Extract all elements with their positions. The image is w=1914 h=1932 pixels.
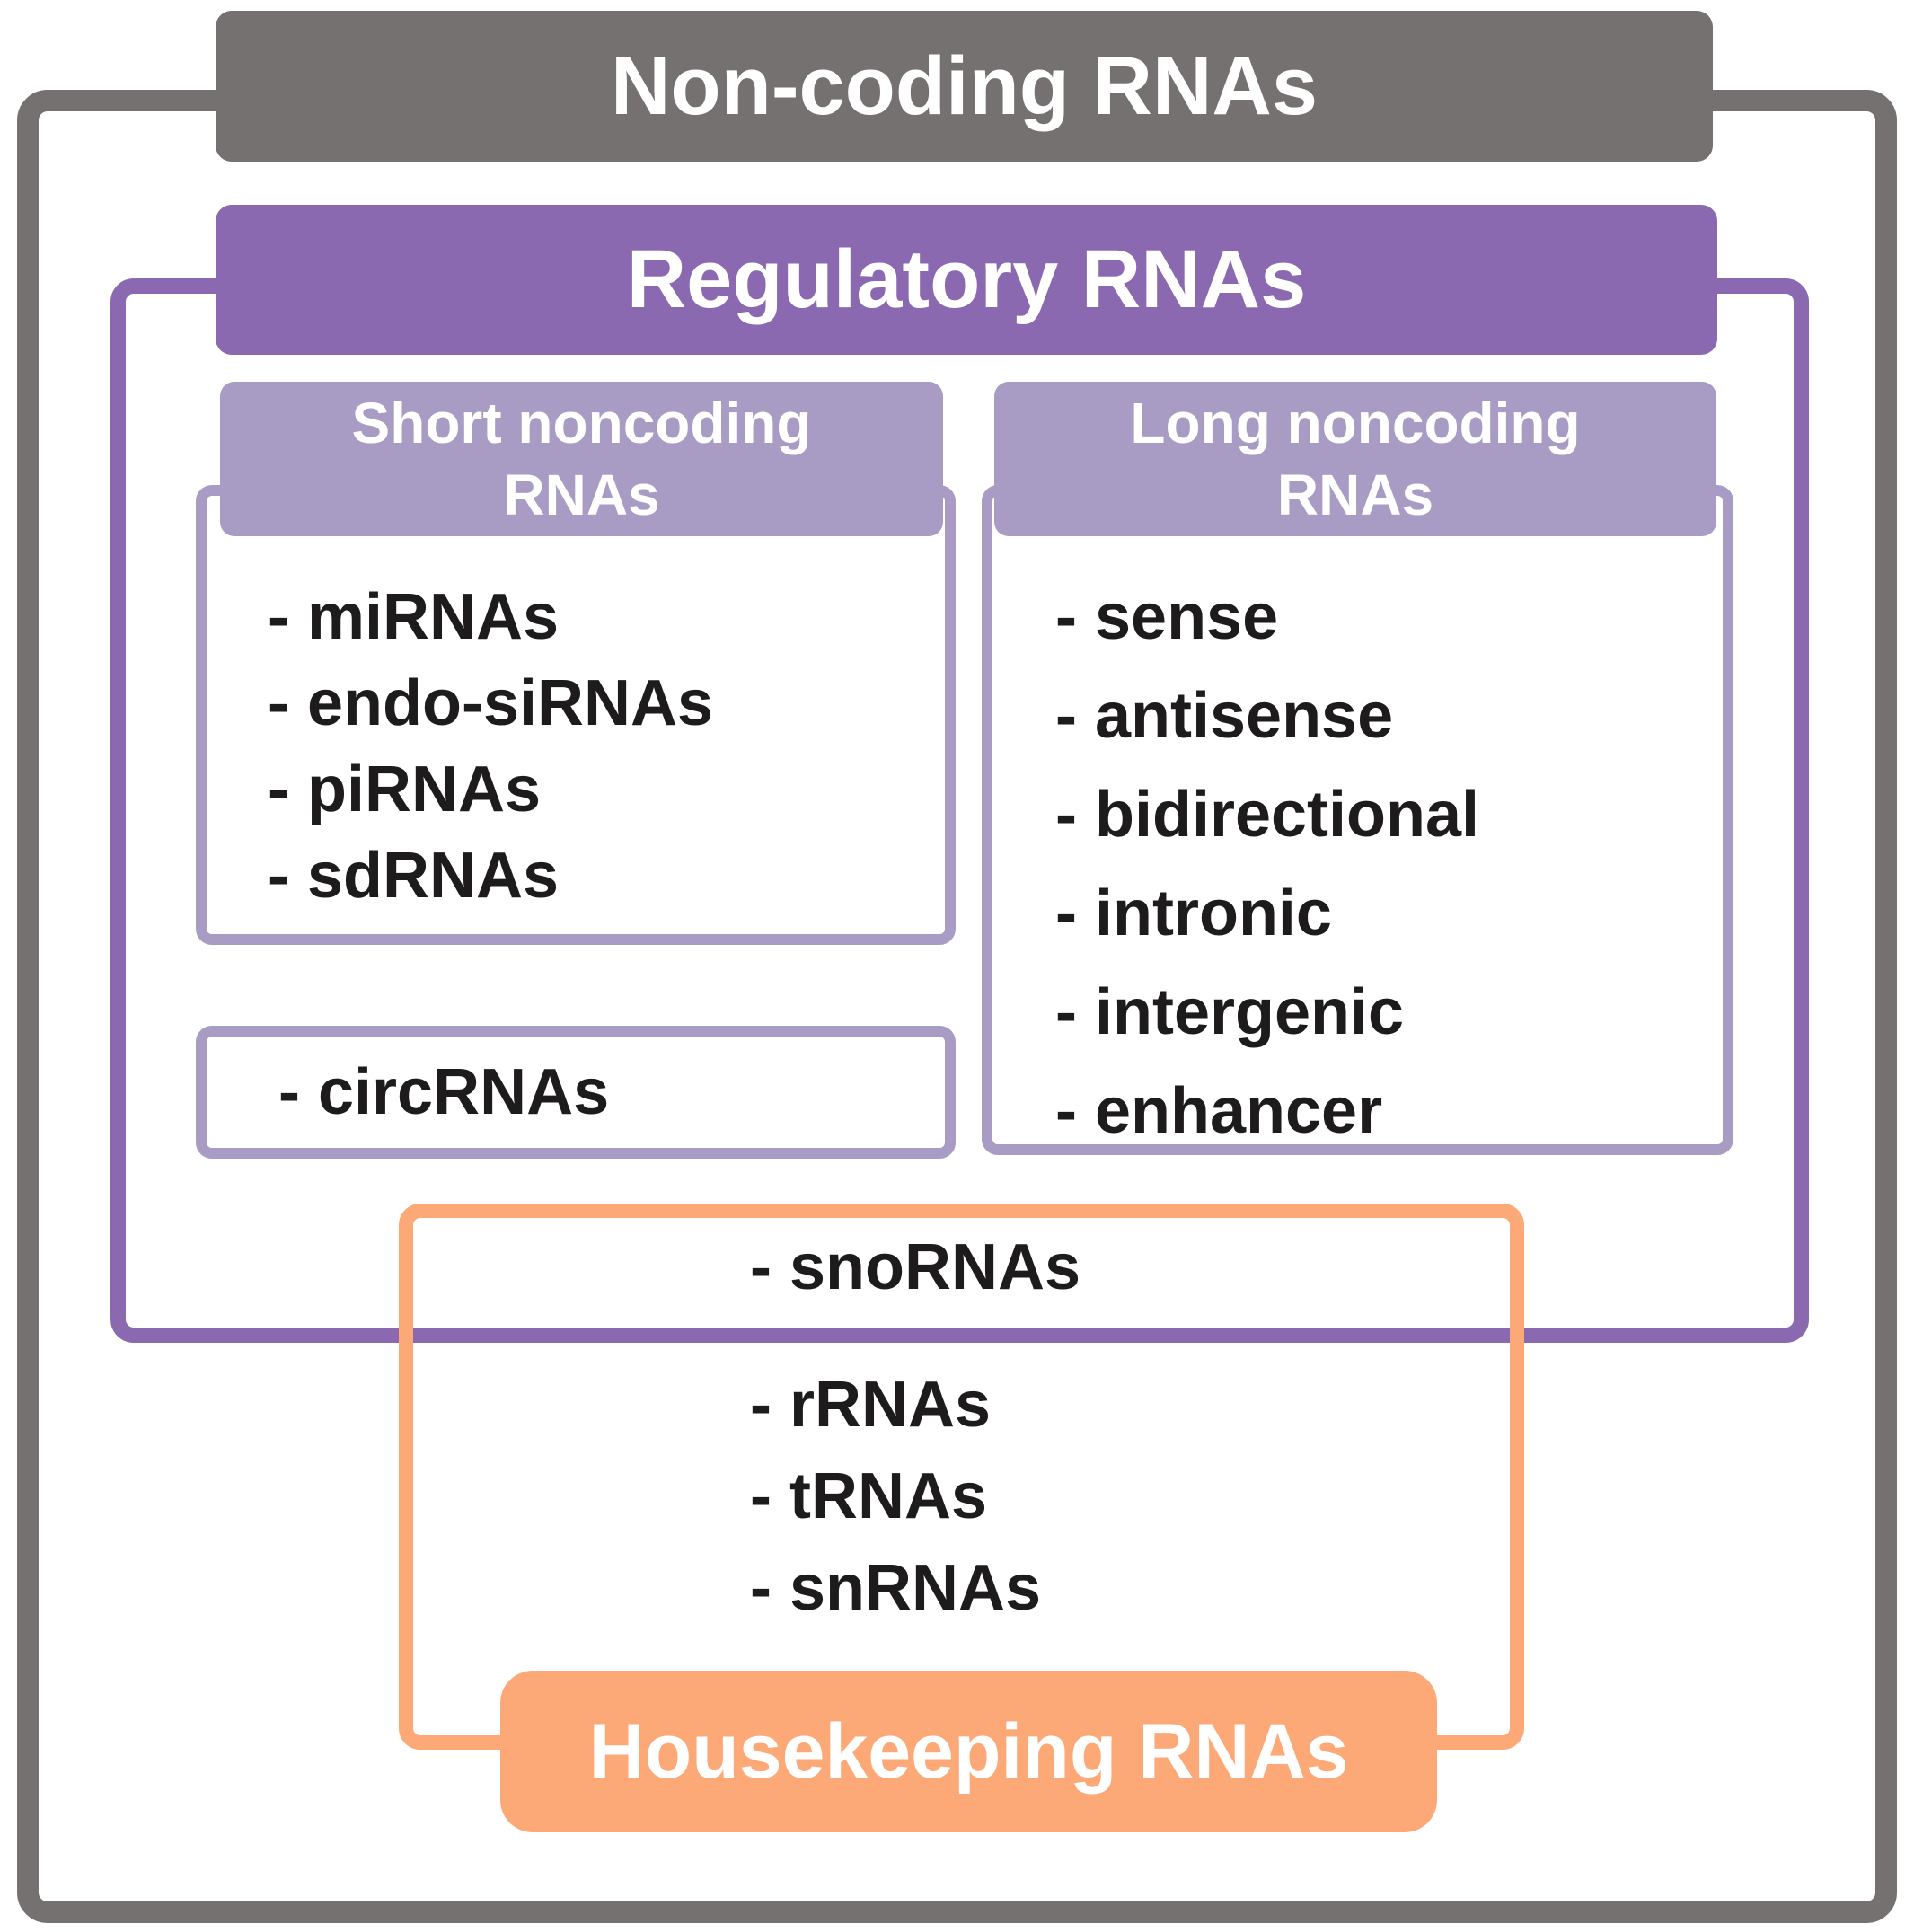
long-noncoding-list: - sense - antisense - bidirectional - in…: [1055, 568, 1479, 1160]
housekeeping-list: - rRNAs - tRNAs - snRNAs: [750, 1359, 1041, 1634]
circ-rnas-box: - circRNAs: [196, 1026, 956, 1159]
housekeeping-rnas-title-bar: Housekeeping RNAs: [500, 1671, 1437, 1832]
list-item: - miRNAs: [268, 581, 560, 653]
list-item: - bidirectional: [1055, 779, 1480, 851]
list-item: - piRNAs: [268, 754, 541, 825]
long-noncoding-title-line2: RNAs: [1276, 463, 1434, 527]
list-item: - intronic: [1055, 878, 1332, 949]
list-item: - rRNAs: [750, 1369, 992, 1441]
list-item: - antisense: [1055, 680, 1394, 752]
list-item: - snRNAs: [750, 1552, 1042, 1624]
list-item: - intergenic: [1055, 976, 1405, 1048]
list-item-snornas: - snoRNAs: [750, 1231, 1081, 1303]
noncoding-rnas-title: Non-coding RNAs: [610, 40, 1319, 132]
regulatory-rnas-title: Regulatory RNAs: [626, 234, 1307, 325]
regulatory-rnas-title-bar: Regulatory RNAs: [216, 205, 1717, 355]
short-noncoding-header: Short noncoding RNAs: [220, 382, 943, 536]
list-item: - tRNAs: [750, 1460, 987, 1532]
list-item: - endo-siRNAs: [268, 667, 714, 739]
list-item: - sdRNAs: [268, 840, 560, 912]
list-item: - circRNAs: [278, 1056, 610, 1128]
short-noncoding-title-line2: RNAs: [503, 463, 660, 527]
list-item: - enhancer: [1055, 1075, 1383, 1147]
short-noncoding-list: - miRNAs - endo-siRNAs - piRNAs - sdRNAs: [268, 574, 713, 919]
long-noncoding-header: Long noncoding RNAs: [994, 382, 1716, 536]
list-item: - sense: [1055, 581, 1279, 653]
housekeeping-rnas-title: Housekeeping RNAs: [588, 1707, 1349, 1795]
noncoding-rnas-title-bar: Non-coding RNAs: [216, 11, 1713, 162]
long-noncoding-title-line1: Long noncoding: [1130, 391, 1581, 455]
short-noncoding-title-line1: Short noncoding: [351, 391, 812, 455]
